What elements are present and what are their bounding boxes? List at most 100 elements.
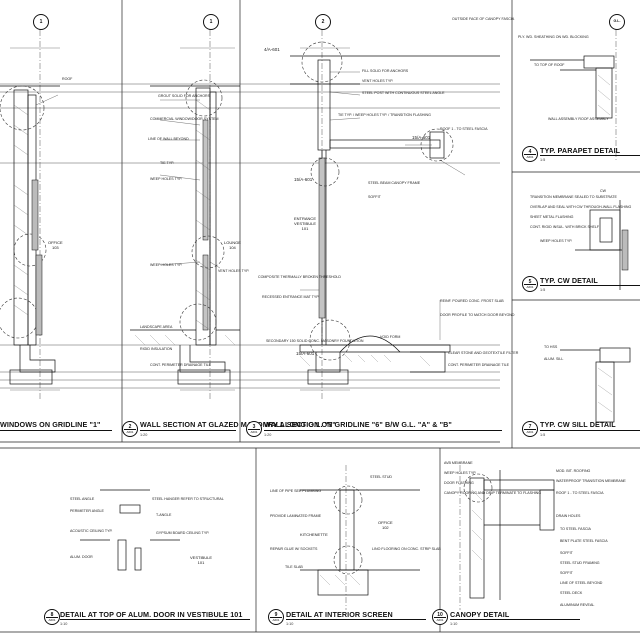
callout-15a: 15/A-601 (412, 135, 431, 140)
note-transition: TRANSITION MEMBRANE SEALED TO SUBSTRATE (530, 195, 617, 199)
detail-8-title: DETAIL AT TOP OF ALUM. DOOR IN VESTIBULE… (60, 610, 243, 619)
note-fill: FILL SOLID FOR ANCHORS (362, 69, 409, 73)
note-vent: VENT HOLES TYP. (218, 269, 250, 273)
detail-3-underline (264, 430, 502, 431)
note-composite: COMPOSITE THERMALLY BROKEN THRESHOLD (258, 275, 342, 279)
note-perimeter: PERIMETER ANGLE (70, 509, 104, 513)
note-line-pipe: LINE OF PIPE SEE PLUMBING (270, 489, 322, 493)
note-lino: LINO FLOORING ON CONC. STRIP SLAB (372, 547, 441, 551)
detail-10-scale: 1:10 (450, 622, 458, 626)
note-steel-beam: STEEL BEAM CANOPY FRAME (368, 181, 421, 185)
note-vent-2: VENT HOLES TYP. (362, 79, 394, 83)
note-sheetmetal: SHEET METAL FLASHING (530, 215, 574, 219)
detail-7-scale: 1:5 (540, 433, 546, 437)
note-steel-stud: STEEL STUD (370, 475, 393, 479)
note-tile: TILE SLAB (285, 565, 303, 569)
note-mod-bit: MOD. BIT. ROOFING (556, 469, 591, 473)
detail-5-scale: 1:5 (540, 288, 546, 292)
detail-8-underline (60, 619, 250, 620)
callout-15c: 15/A-601 (296, 351, 315, 356)
note-line-steel: LINE OF STEEL BEYOND (560, 581, 603, 585)
note-drain-holes: DRAIN HOLES (556, 514, 581, 518)
note-soffit: SOFFIT (368, 195, 381, 199)
detail-8-scale: 1:10 (60, 622, 68, 626)
note-roof-to-steel: ROOF 1 - TO STEEL FASCIA (556, 491, 604, 495)
note-ply: PLY. WD. SHEATHING ON WD. BLOCKING (518, 35, 589, 39)
grid-bubble-2: 2 (315, 14, 331, 30)
grid-bubble-1b: 1 (203, 14, 219, 30)
note-to-steel: TO STEEL FASCIA (560, 527, 591, 531)
note-recessed: RECESSED ENTRANCE MAT TYP. (262, 295, 320, 299)
note-steel-angle: STEEL ANGLE (70, 497, 95, 501)
note-pourconc: REINF. POURED CONC. FROST SLAB (440, 299, 504, 303)
note-door-flash: DOOR FLASHING (444, 481, 474, 485)
detail-5-underline (540, 285, 640, 286)
note-repair-glue: REPAIR GLUE W/ SOCKETS (270, 547, 318, 551)
detail-7-underline (540, 430, 640, 431)
note-line-wall: LINE OF WALL BEYOND (148, 137, 189, 141)
detail-1-title: WINDOWS ON GRIDLINE "1" (0, 420, 101, 429)
note-tie: TIE TYP. (160, 161, 175, 165)
note-cw: CW (600, 189, 606, 193)
note-alum-door: ALUM. DOOR (70, 555, 93, 559)
detail-7-title: TYP. CW SILL DETAIL (540, 420, 616, 429)
detail-9-scale: 1:10 (286, 622, 294, 626)
note-weep-2: WEEP HOLES TYP. (150, 263, 183, 267)
note-totop: TO TOP OF ROOF (534, 63, 565, 67)
note-cont-2: CONT. PERIMETER DRAINAGE TILE (448, 363, 510, 367)
detail-2-title: WALL SECTION AT GLAZED MASONRY ALONG G.L… (140, 420, 336, 429)
note-t-angle: T-ANGLE (156, 513, 172, 517)
note-ceiling: CONT. RIGID INSUL. WITH BRICK SHELF (530, 225, 600, 229)
note-tie-flash: TIE TYP. / WEEP HOLES TYP. / TRANSITION … (338, 113, 431, 117)
note-grout: GROUT SOLID FOR ANCHORS (158, 94, 211, 98)
note-waterproof: WATERPROOF TRANSITION MEMBRANE (556, 479, 626, 483)
note-secondary: SECONDARY 150 SOLID CONC. MASONRY FOUNDA… (266, 339, 364, 343)
detail-3-scale: 1:20 (264, 433, 272, 437)
detail-3-title: WALL SECTION ON GRIDLINE "6" B/W G.L. "A… (264, 420, 452, 429)
note-soffit-3: SOFFIT (560, 571, 573, 575)
detail-1-underline (0, 430, 112, 431)
callout-15b: 15/A-601 (294, 177, 313, 182)
callout-4: 4/A-601 (264, 47, 280, 52)
detail-9-underline (286, 619, 426, 620)
note-steel-hanger: STEEL HANGER REFER TO STRUCTURAL (152, 497, 224, 501)
detail-2-scale: 1:20 (140, 433, 148, 437)
note-overlap: OVERLAP AND SEAL WITH CW THROUGH-WALL FL… (530, 205, 632, 209)
note-weep: WEEP HOLES TYP. (150, 177, 183, 181)
note-provide-lam: PROVIDE LAMINATED FRAME (270, 514, 322, 518)
detail-9-title: DETAIL AT INTERIOR SCREEN (286, 610, 393, 619)
note-steel-deck: STEEL DECK (560, 591, 583, 595)
detail-4-title: TYP. PARAPET DETAIL (540, 146, 621, 155)
note-weep-canopy: WEEP HOLES TYP. (444, 471, 477, 475)
note-soffit-2: SOFFIT (560, 551, 573, 555)
room-kitchenette: KITCHENETTE (300, 532, 328, 537)
detail-10-title: CANOPY DETAIL (450, 610, 510, 619)
detail-5-title: TYP. CW DETAIL (540, 276, 598, 285)
note-rigid: RIGID INSULATION (140, 347, 173, 351)
note-to-hss: TO HSS (544, 345, 558, 349)
note-acoustic: ACOUSTIC CEILING TYP. (70, 529, 113, 533)
grid-bubble-1a: 1 (33, 14, 49, 30)
detail-10-underline (450, 619, 580, 620)
grid-bubble-gl: G.L. (609, 14, 625, 30)
note-comm: COMMERCIAL WINDOW/DOOR SYSTEM (150, 117, 219, 121)
note-stud-frame: STEEL STUD FRAMING (560, 561, 600, 565)
note-bent-plate: BENT PLATE STEEL FASCIA (560, 539, 608, 543)
note-roof1: ROOF 1 - TO STEEL FASCIA (440, 127, 488, 131)
note-steel-post: STEEL POST WITH CONTINUOUS STEEL ANGLE (362, 91, 445, 95)
detail-2-underline (140, 430, 236, 431)
